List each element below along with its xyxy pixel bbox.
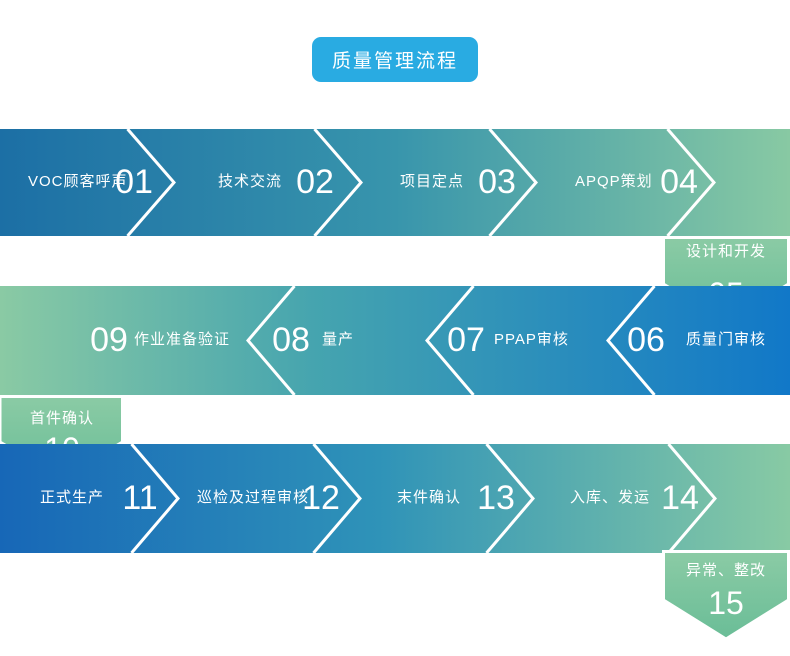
diagram-title: 质量管理流程 [331,51,458,72]
chevron-left-icon [425,286,475,395]
chevron-left-icon [246,286,296,395]
process-row-2 [0,286,790,395]
chevron-right-icon [488,129,538,236]
step-11-label: 正式生产 [40,489,105,506]
step-01-number: 01 [115,163,153,201]
step-13-label: 末件确认 [397,489,462,506]
chevron-right-icon [312,444,362,553]
step-04-label: APQP策划 [575,173,653,190]
step-02-number: 02 [296,163,334,201]
chevron-right-icon [130,444,180,553]
step-01-label: VOC顾客呼声 [28,173,128,190]
process-row-1 [0,129,790,236]
step-14-number: 14 [661,479,699,517]
step-03-number: 03 [478,163,516,201]
step-06-label: 质量门审核 [686,331,767,348]
chevron-right-icon [126,129,176,236]
step-15-number: 15 [708,585,744,621]
step-08-label: 量产 [322,331,355,348]
step-07-number: 07 [447,321,485,359]
milestone-15-shape [662,550,790,641]
chevron-right-icon [666,129,716,236]
step-12-number: 12 [302,479,340,517]
step-11-number: 11 [122,479,158,517]
step-07-label: PPAP审核 [494,331,569,348]
process-row-3 [0,444,790,553]
step-05-label: 设计和开发 [685,243,766,260]
step-09-number: 09 [90,321,128,359]
chevron-right-icon [667,444,717,553]
step-03-label: 项目定点 [400,173,465,190]
step-14-label: 入库、发运 [570,489,651,506]
chevron-left-icon [606,286,656,395]
step-15-label: 异常、整改 [685,562,766,579]
chevron-right-icon [313,129,363,236]
step-04-number: 04 [660,163,698,201]
chevron-right-icon [485,444,535,553]
step-10-label: 首件确认 [29,410,94,427]
step-09-label: 作业准备验证 [134,331,231,348]
diagram-title-badge: 质量管理流程 [312,37,478,82]
step-13-number: 13 [477,479,515,517]
step-02-label: 技术交流 [218,173,283,190]
step-08-number: 08 [272,321,310,359]
step-06-number: 06 [627,321,665,359]
step-12-label: 巡检及过程审核 [197,489,310,506]
